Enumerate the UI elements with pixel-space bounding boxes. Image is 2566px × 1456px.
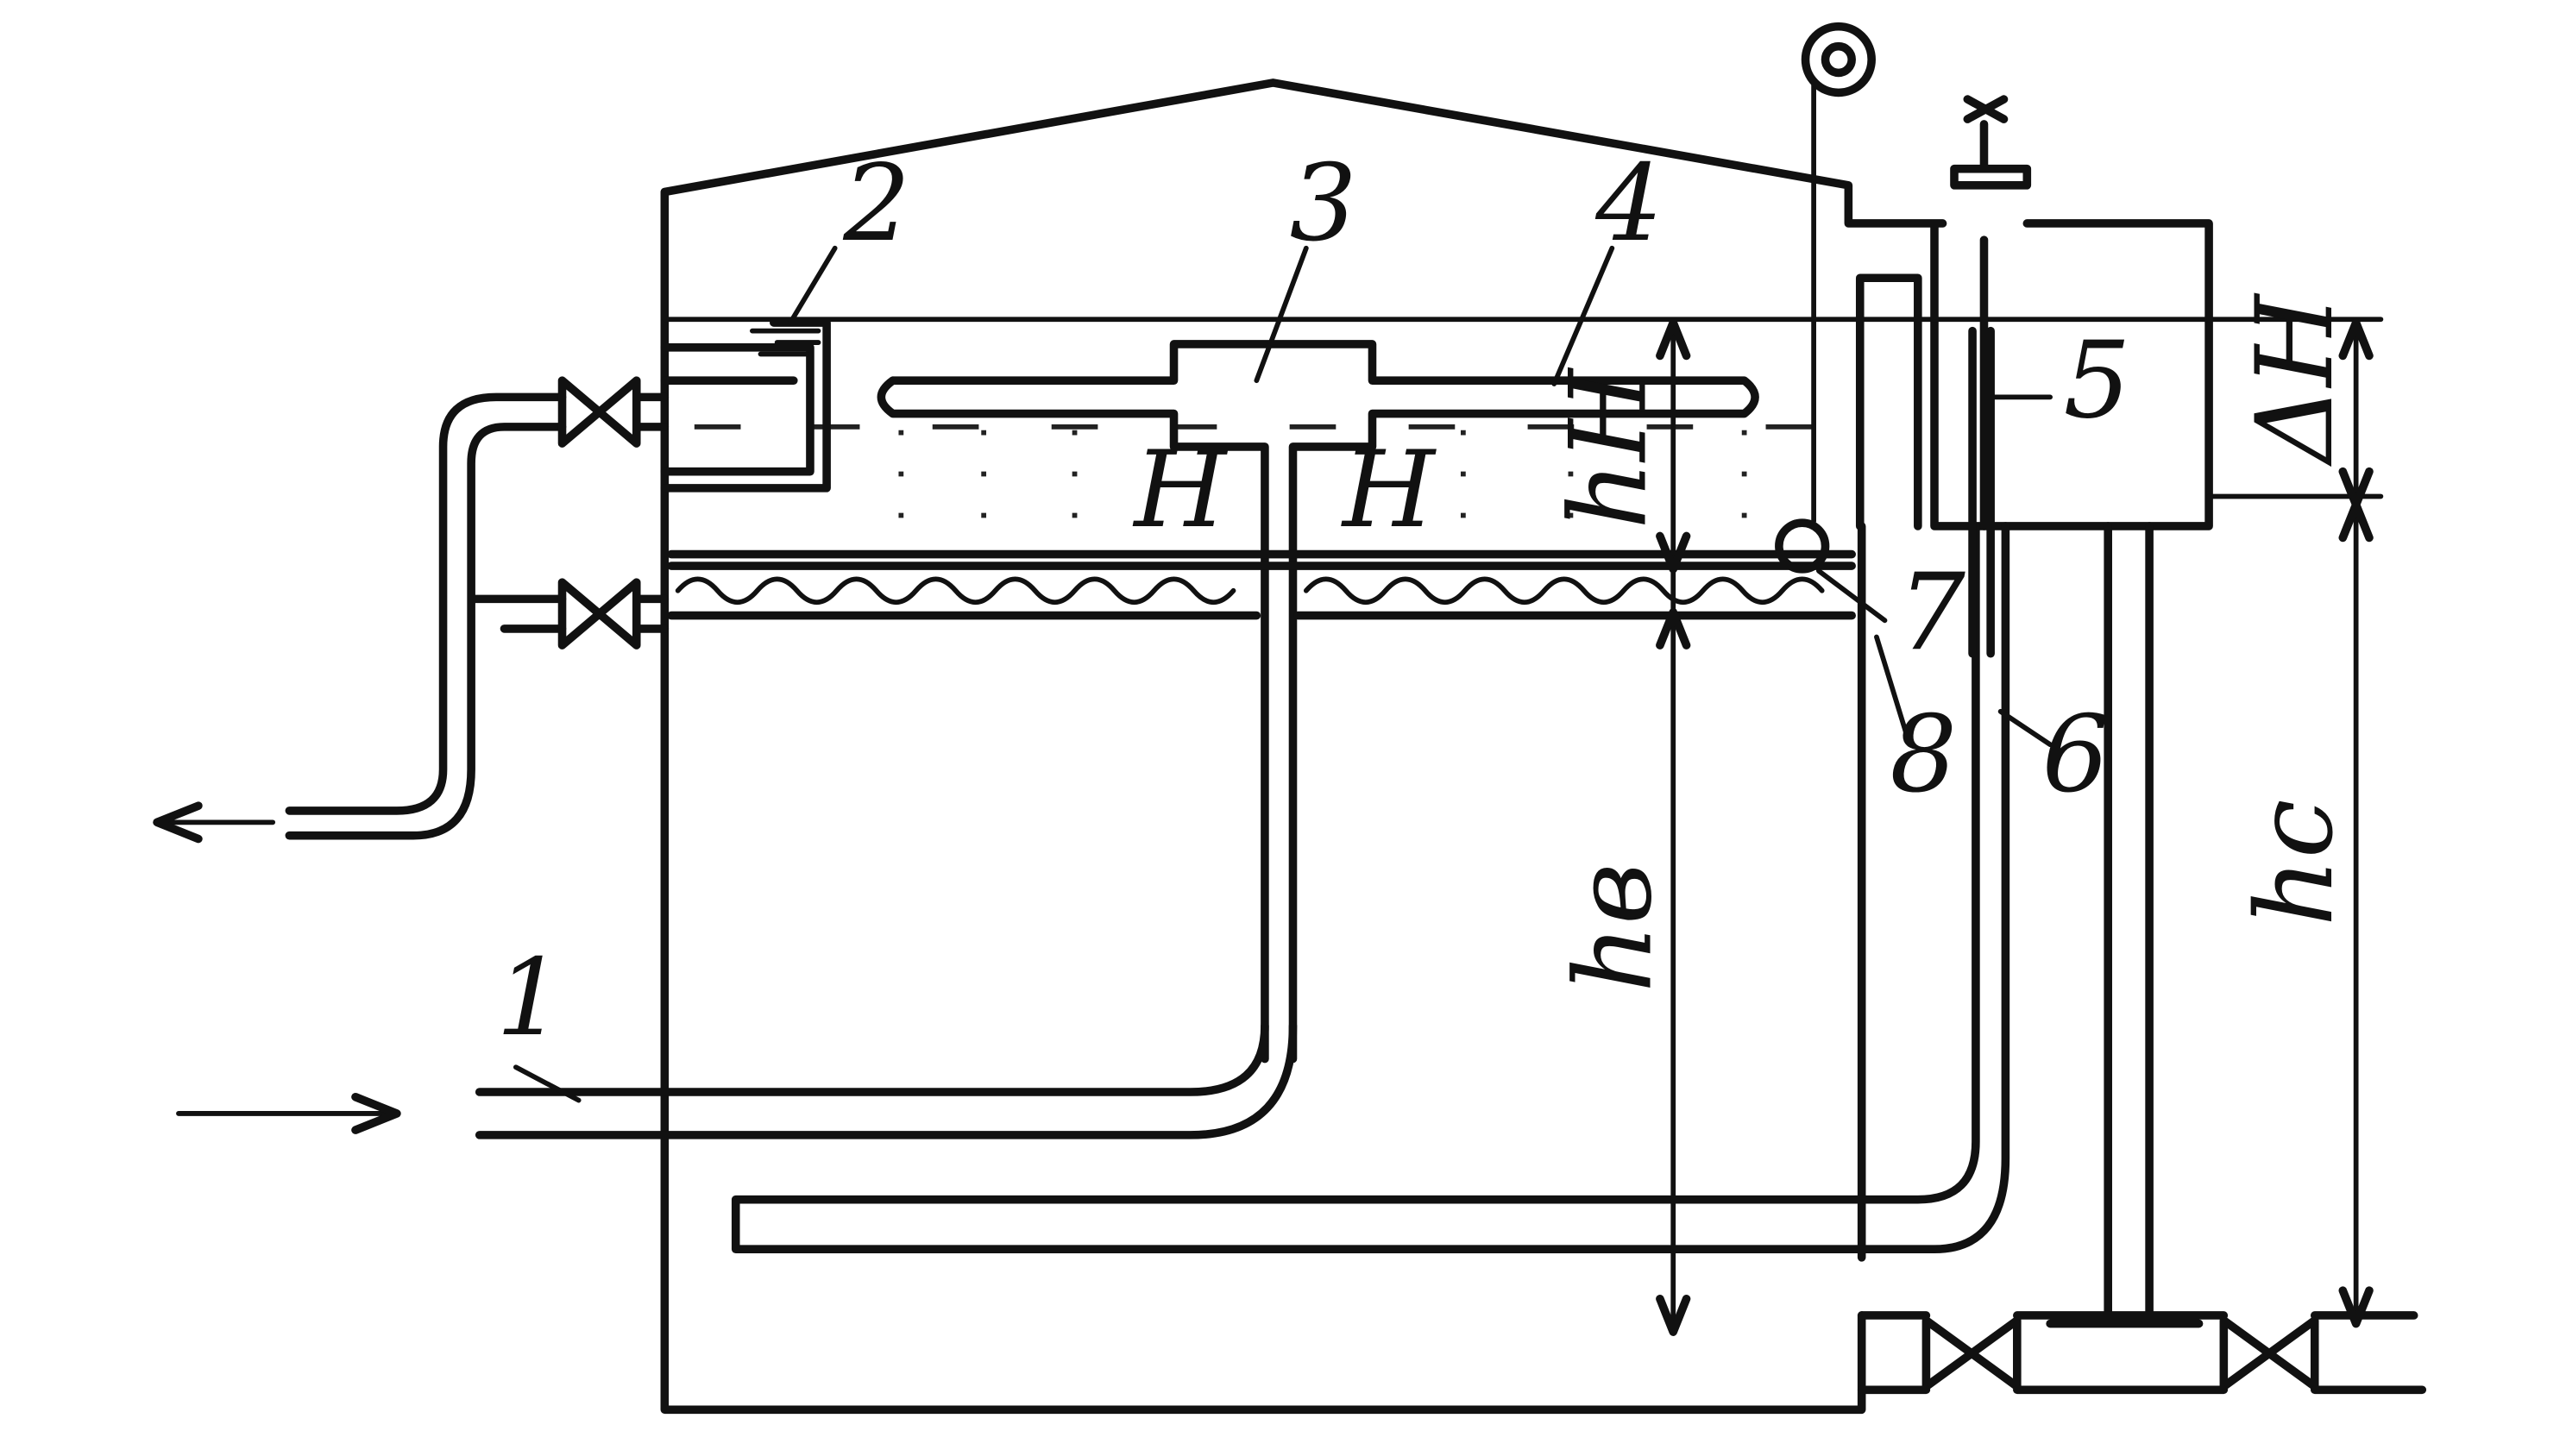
label-hH: hH (1547, 367, 1670, 530)
handwheel (1950, 95, 2032, 190)
valve-upper (557, 376, 641, 448)
label-4: 4 (1594, 141, 1663, 265)
media-layer (667, 549, 1856, 620)
label-hB: hв (1551, 863, 1675, 993)
pipe-8 (1855, 273, 1922, 530)
overflow-hatch (750, 328, 821, 357)
pulley-inner (1821, 41, 1856, 78)
inlet-arrowhead (351, 1092, 401, 1134)
bottom-valve-left (1921, 1315, 2022, 1391)
distribution-manifold (877, 340, 1759, 1064)
float (1775, 518, 1830, 574)
tank-body (660, 78, 2213, 1415)
bottom-valve-right (2219, 1315, 2319, 1391)
pipe-6 (2104, 522, 2154, 1320)
gauge-tube (1968, 235, 1995, 658)
valve-lower (557, 578, 641, 650)
label-6: 6 (2042, 693, 2110, 816)
label-deltaH: ΔH (2233, 292, 2356, 467)
label-2: 2 (842, 141, 910, 265)
outlet-pipes (285, 392, 670, 840)
label-H-left: H (1133, 428, 1229, 551)
backwash-pipe (731, 522, 2010, 1254)
pulley-outer (1801, 22, 1876, 97)
label-1: 1 (496, 936, 563, 1059)
outlet-arrowhead (153, 801, 203, 844)
inlet-pipe (475, 1021, 1298, 1139)
label-hC: hc (2233, 799, 2356, 926)
label-3: 3 (1290, 141, 1357, 265)
leader-lines (513, 245, 2053, 1103)
overflow-trough (660, 318, 831, 493)
label-5: 5 (2063, 318, 2130, 442)
label-H-right: H (1341, 428, 1437, 551)
label-8: 8 (1890, 693, 1957, 816)
label-7: 7 (1898, 550, 1965, 674)
bottom-pipes (1857, 1311, 2427, 1395)
dimension-lines (1656, 318, 2374, 1336)
